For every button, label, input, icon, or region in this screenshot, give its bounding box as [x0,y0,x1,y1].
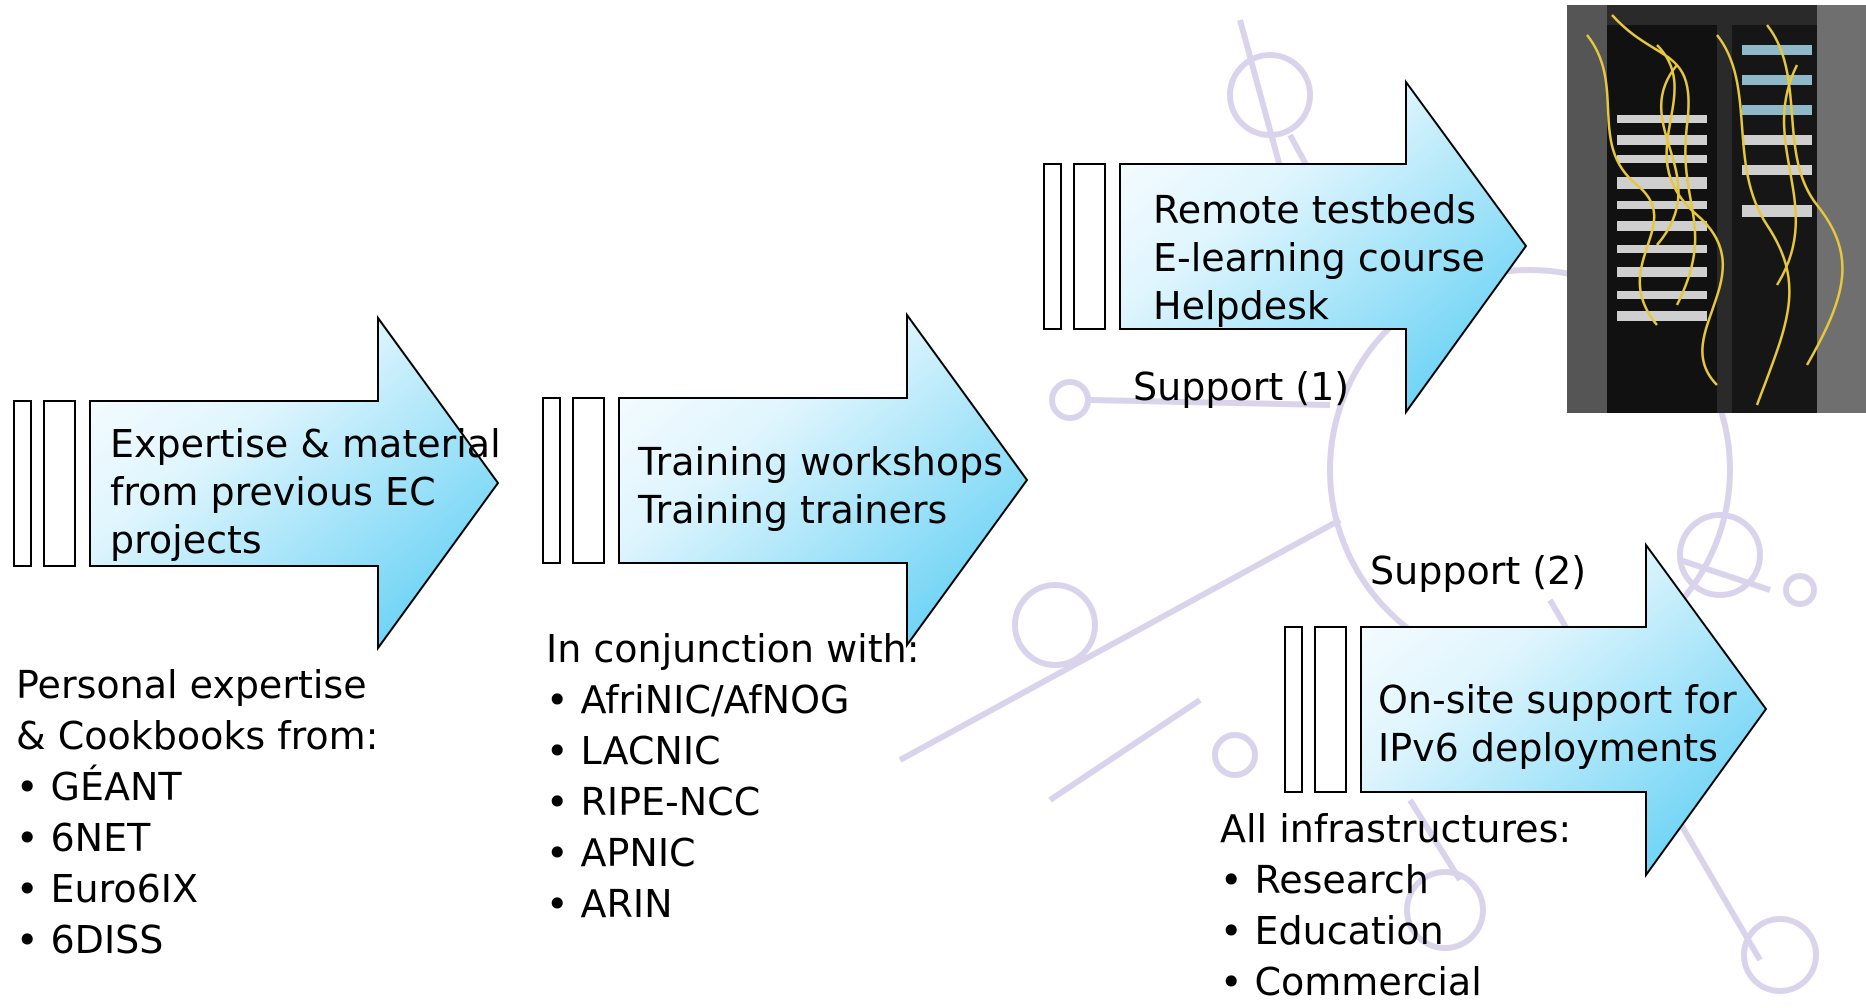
arrow-line: E-learning course [1153,236,1485,280]
arrow-training-label: Training workshops Training trainers [638,438,1003,534]
list-item: • APNIC [546,831,696,875]
arrow-line: Helpdesk [1153,284,1329,328]
list-item: • RIPE-NCC [546,780,761,824]
arrow-line: Expertise & material [110,422,501,466]
server-rack-photo [1567,5,1866,413]
list-item: • Commercial [1220,960,1482,1004]
arrow-remote [1043,78,1528,416]
arrow-onsite-label: On-site support for IPv6 deployments [1378,676,1737,772]
list-intro: Personal expertise [16,663,367,707]
list-item: • LACNIC [546,729,721,773]
arrow-remote-label: Remote testbeds E-learning course Helpde… [1153,186,1485,330]
arrow-expertise-label: Expertise & material from previous EC pr… [110,420,501,564]
list-intro: & Cookbooks from: [16,714,379,758]
list-item: • AfriNIC/AfNOG [546,678,850,722]
list-item: • ARIN [546,882,673,926]
arrow-line: Training trainers [638,488,948,532]
list-item: • Research [1220,858,1429,902]
arrow-expertise [13,314,500,652]
arrow-training [542,311,1029,649]
conjunction-list: In conjunction with: • AfriNIC/AfNOG • L… [546,624,920,930]
list-intro: In conjunction with: [546,627,920,671]
arrow-line: On-site support for [1378,678,1737,722]
arrow-line: Training workshops [638,440,1004,484]
arrow-line: from previous EC [110,470,436,514]
personal-expertise-list: Personal expertise & Cookbooks from: • G… [16,660,378,966]
arrow-line: Remote testbeds [1153,188,1477,232]
list-item: • 6NET [16,816,151,860]
arrow-line: IPv6 deployments [1378,726,1718,770]
support-2-label: Support (2) [1370,549,1587,593]
list-item: • GÉANT [16,765,182,809]
list-item: • 6DISS [16,918,164,962]
arrow-onsite [1284,541,1768,879]
infrastructures-list: All infrastructures: • Research • Educat… [1220,804,1571,1008]
list-intro: All infrastructures: [1220,807,1572,851]
list-item: • Euro6IX [16,867,199,911]
list-item: • Education [1220,909,1444,953]
support-1-label: Support (1) [1133,365,1350,409]
arrow-line: projects [110,518,262,562]
